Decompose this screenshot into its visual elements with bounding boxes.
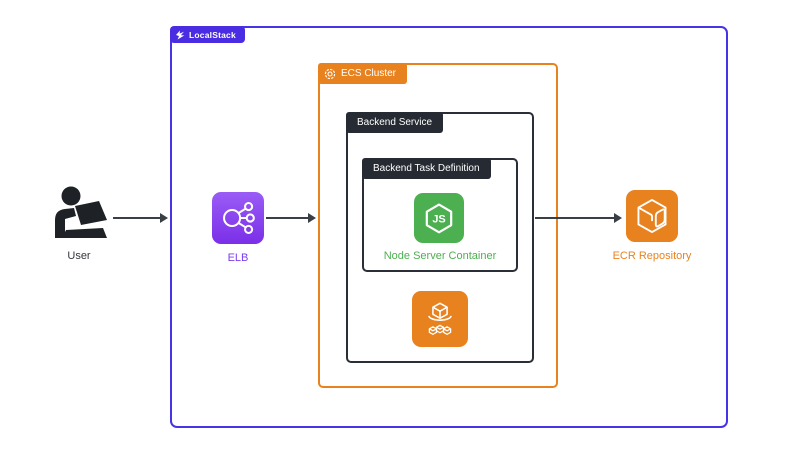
node-container-label: Node Server Container	[383, 250, 497, 262]
ecs-cluster-label-text: ECS Cluster	[341, 68, 397, 79]
localstack-badge: LocalStack	[170, 26, 245, 43]
task-definition-label: Backend Task Definition	[362, 158, 491, 179]
ecr-cube-glyph	[637, 198, 667, 234]
task-definition-label-text: Backend Task Definition	[373, 163, 480, 174]
nodejs-icon: JS	[414, 193, 464, 243]
elb-glyph	[223, 202, 255, 234]
localstack-label: LocalStack	[189, 29, 236, 40]
elb-label: ELB	[227, 252, 249, 264]
user-icon	[50, 186, 108, 238]
nodejs-hexagon-glyph: JS	[425, 203, 453, 234]
localstack-boundary	[170, 26, 728, 428]
user-at-laptop-glyph	[55, 186, 107, 238]
ecs-containers-glyph	[428, 302, 452, 335]
elb-icon	[212, 192, 264, 244]
arrow-elb-to-cluster	[266, 213, 316, 223]
ecs-cluster-label: ECS Cluster	[318, 63, 408, 84]
backend-service-label-text: Backend Service	[357, 117, 433, 128]
ecs-service-icon	[412, 291, 468, 347]
user-label: User	[67, 250, 91, 262]
arrow-service-to-ecr	[535, 213, 622, 223]
svg-text:JS: JS	[432, 214, 445, 226]
arrow-user-to-localstack	[113, 213, 168, 223]
ecs-cluster-icon	[324, 68, 336, 79]
localstack-logo-icon	[176, 30, 185, 39]
ecs-cluster-box	[318, 63, 558, 388]
ecr-label: ECR Repository	[612, 250, 692, 262]
ecr-icon	[626, 190, 678, 242]
backend-service-label: Backend Service	[346, 112, 444, 133]
